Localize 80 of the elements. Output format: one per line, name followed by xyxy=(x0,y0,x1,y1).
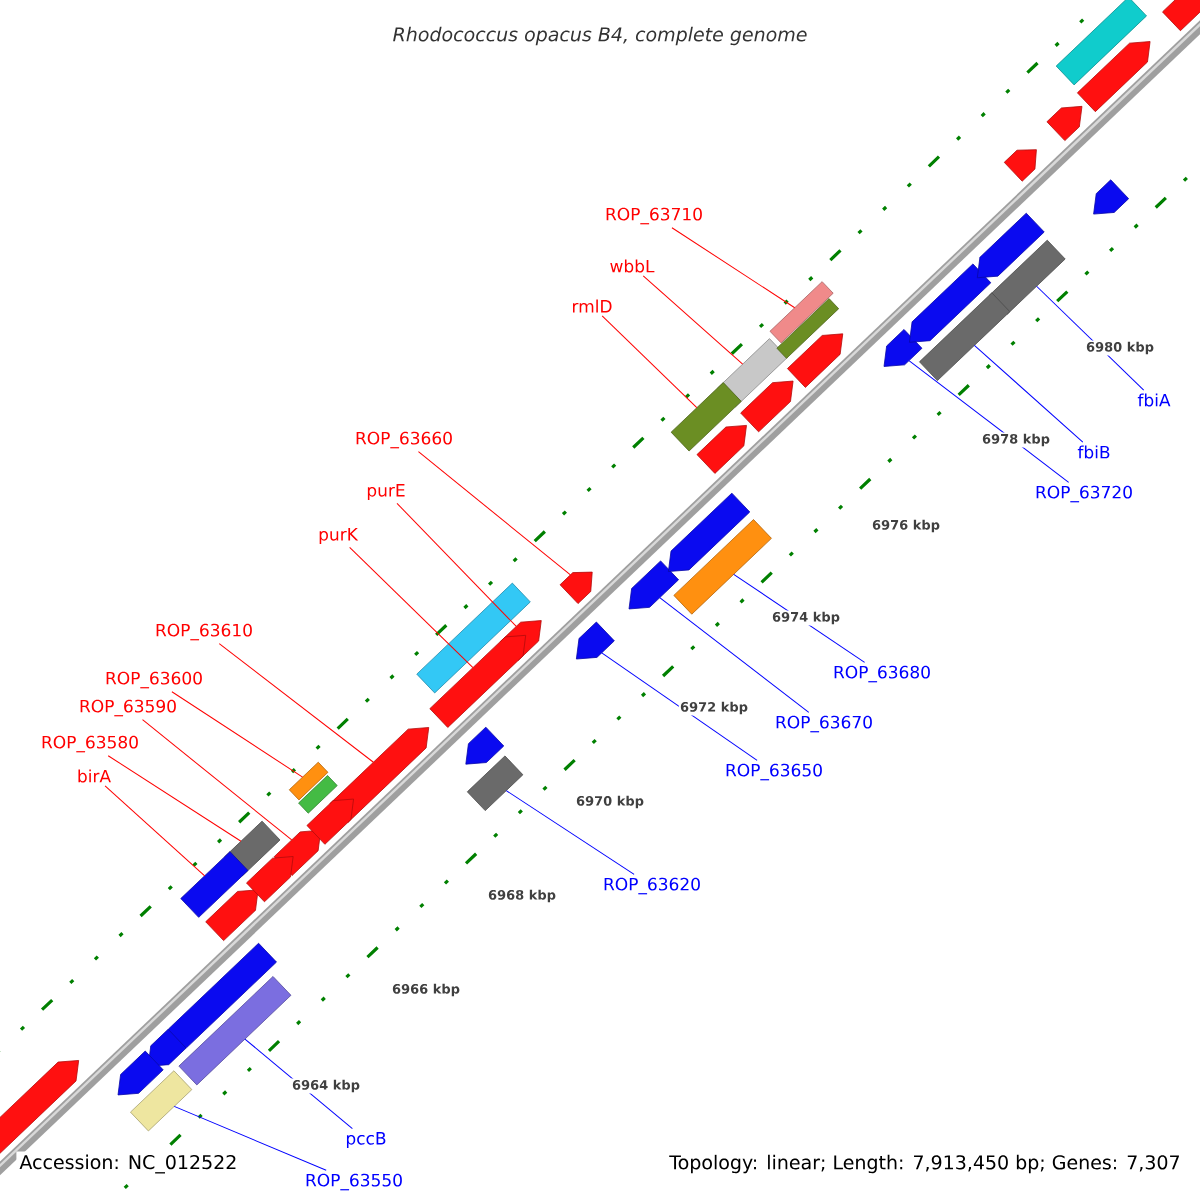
gene-label: ROP_63620 xyxy=(604,877,700,895)
gene-feature xyxy=(1162,0,1200,32)
gene-feature xyxy=(740,380,794,433)
gene-label: ROP_63550 xyxy=(306,1173,402,1191)
leader-line xyxy=(1036,285,1145,391)
gene-feature xyxy=(787,333,844,388)
gene-label: ROP_63650 xyxy=(726,763,822,781)
gene-label: ROP_63710 xyxy=(606,207,702,225)
gene-feature xyxy=(1077,41,1151,113)
gene-box xyxy=(298,775,338,814)
gene-box xyxy=(466,755,524,811)
gene-feature xyxy=(1046,105,1083,141)
gene-label: wbbL xyxy=(610,259,655,273)
gene-box xyxy=(670,382,742,452)
genome-info-text: Topology: linear; Length: 7,913,450 bp; Genes: 7,307 xyxy=(666,1151,1184,1177)
leader-line xyxy=(107,755,242,842)
leader-line xyxy=(505,790,635,875)
leader-line xyxy=(973,344,1084,443)
gene-box xyxy=(178,976,292,1086)
gene-feature xyxy=(559,571,593,604)
gene-box xyxy=(180,851,249,918)
gene-label: rmlD xyxy=(573,299,612,313)
gene-feature xyxy=(883,329,923,367)
gene-feature xyxy=(465,726,505,765)
leader-line xyxy=(173,1105,327,1171)
gene-feature xyxy=(306,798,354,845)
leader-line xyxy=(104,785,206,877)
leader-line xyxy=(349,546,474,669)
leader-line xyxy=(142,719,293,841)
gene-label: ROP_63600 xyxy=(106,671,202,689)
gene-feature xyxy=(576,621,615,660)
leader-line xyxy=(671,227,796,309)
gene-feature xyxy=(117,1050,164,1096)
gene-box xyxy=(673,519,772,615)
gene-feature xyxy=(628,560,679,610)
gene-feature xyxy=(0,1060,80,1156)
gene-label: pccB xyxy=(346,1132,386,1148)
gene-label: ROP_63610 xyxy=(156,623,252,641)
gene-label: ROP_63720 xyxy=(1036,485,1132,503)
gene-feature xyxy=(329,727,430,823)
gene-feature xyxy=(205,889,259,941)
gene-box xyxy=(776,298,840,359)
leader-line xyxy=(396,502,517,627)
leader-line xyxy=(908,360,1070,483)
leader-line xyxy=(417,451,571,576)
gene-box xyxy=(769,281,834,344)
gene-feature xyxy=(696,425,747,474)
title: Rhodococcus opacus B4, complete genome xyxy=(393,26,807,46)
gene-label: fbiB xyxy=(1077,445,1110,459)
gene-label: ROP_63580 xyxy=(42,735,138,753)
gene-label: ROP_63660 xyxy=(356,431,452,449)
gene-feature xyxy=(246,856,294,903)
gene-label: purK xyxy=(319,528,359,544)
leader-line xyxy=(659,597,810,713)
gene-feature xyxy=(165,942,277,1050)
gene-feature xyxy=(1093,179,1130,215)
gene-label: birA xyxy=(78,769,111,783)
gene-box xyxy=(416,582,531,694)
leader-line xyxy=(218,643,374,763)
gene-label: ROP_63680 xyxy=(834,665,930,683)
leader-line xyxy=(601,652,758,761)
gene-box xyxy=(988,239,1066,315)
leader-line xyxy=(601,315,698,409)
leader-line xyxy=(171,691,304,778)
gene-box xyxy=(130,1070,193,1132)
gene-feature xyxy=(976,212,1045,279)
leader-line xyxy=(642,275,744,365)
gene-label: purE xyxy=(367,484,405,500)
gene-label: ROP_63670 xyxy=(776,715,872,733)
gene-label: ROP_63590 xyxy=(80,699,176,717)
gene-feature xyxy=(1003,149,1037,182)
gene-box xyxy=(1055,0,1147,86)
gene-box xyxy=(288,761,329,801)
gene-label: fbiA xyxy=(1137,393,1171,407)
gene-box xyxy=(919,292,1011,381)
gene-feature xyxy=(668,492,751,572)
gene-feature xyxy=(429,634,527,728)
accession-text: Accession: NC_012522 xyxy=(16,1151,241,1177)
gene-feature xyxy=(909,263,992,343)
gene-feature xyxy=(147,1028,187,1067)
